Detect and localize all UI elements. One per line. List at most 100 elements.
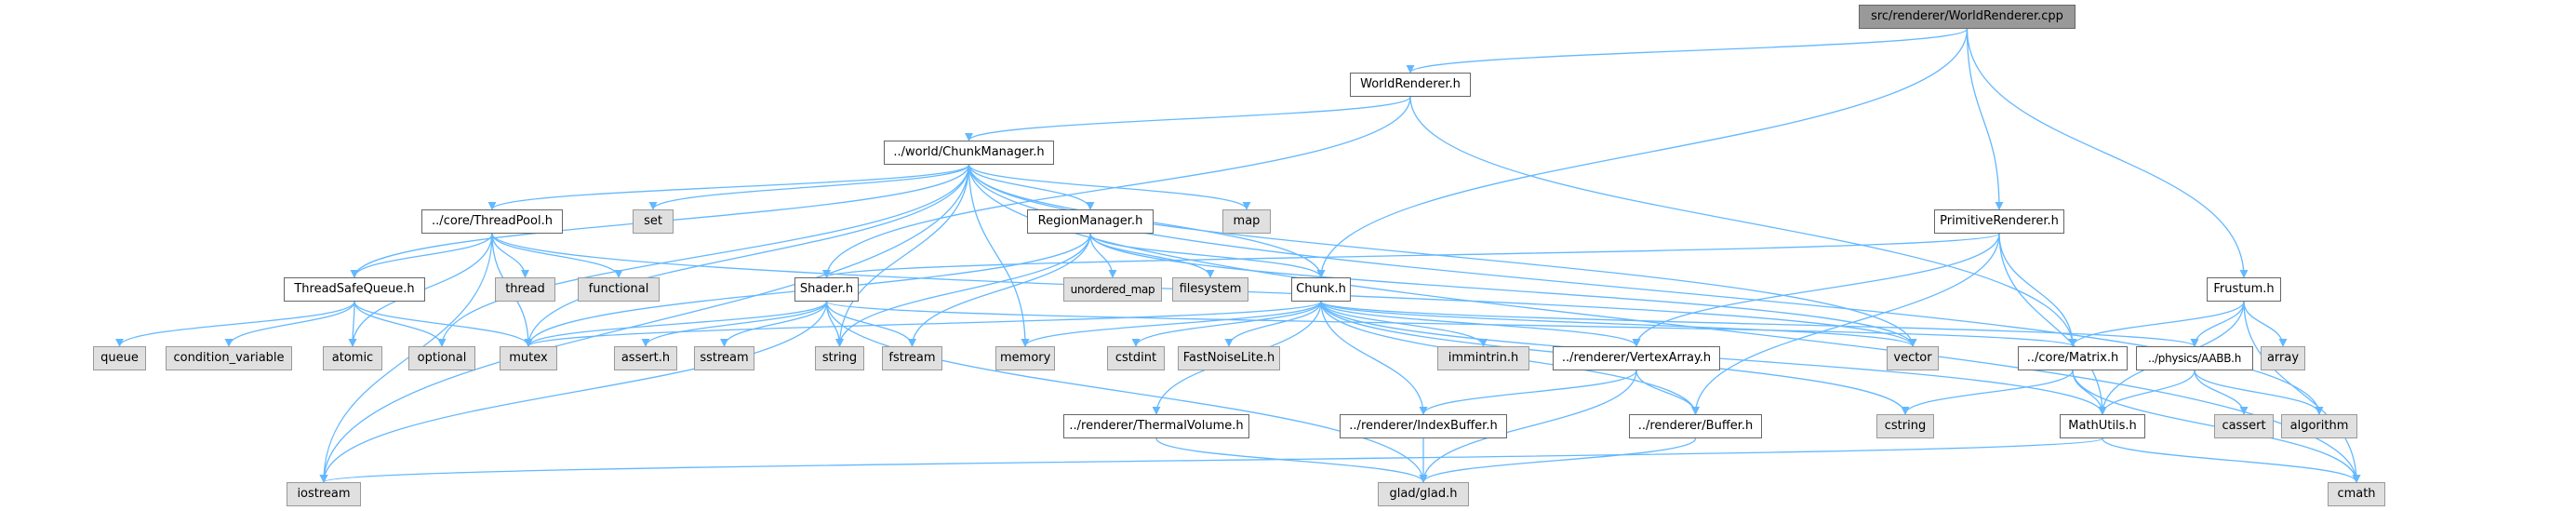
- edge-aabb_h-to-algorithm: [2194, 370, 2324, 415]
- edge-threadsafequeue_h-to-optional: [354, 301, 447, 347]
- node-cstring[interactable]: cstring: [1876, 414, 1934, 438]
- edge-chunk_h-to-vector: [1320, 301, 1917, 347]
- edge-chunkmanager_h-to-memory: [968, 164, 1030, 347]
- edge-vertexarray_h-to-buffer_h: [1635, 370, 1701, 415]
- edge-chunkmanager_h-to-map: [968, 164, 1251, 210]
- edge-aabb_h-to-cassert: [2194, 370, 2249, 415]
- edge-chunk_h-to-aabb_h: [1320, 301, 2199, 347]
- edge-root-to-frustum_h: [1966, 28, 2249, 278]
- node-sstream[interactable]: sstream: [694, 346, 754, 370]
- edge-frustum_h-to-matrix_h: [2068, 301, 2245, 347]
- edge-shader_h-to-matrix_h: [825, 301, 2077, 347]
- node-fastnoiselite-h[interactable]: FastNoiseLite.h: [1178, 346, 1280, 370]
- edge-shader_h-to-assert_h: [641, 301, 828, 347]
- edge-shader_h-to-iostream: [319, 301, 828, 483]
- node-vector[interactable]: vector: [1887, 346, 1939, 370]
- node-memory[interactable]: memory: [995, 346, 1055, 370]
- edge-chunkmanager_h-to-optional: [437, 164, 970, 347]
- edge-shader_h-to-sstream: [719, 301, 828, 347]
- edge-chunkmanager_h-to-set: [648, 164, 970, 210]
- edge-regionmanager_h-to-chunk_h: [1089, 233, 1326, 278]
- edge-worldrenderer_h-to-matrix_h: [1409, 96, 2077, 347]
- edge-chunk_h-to-fastnoiselite_h: [1224, 301, 1322, 347]
- node-threadsafequeue-h[interactable]: ThreadSafeQueue.h: [284, 277, 425, 302]
- node-frustum-h[interactable]: Frustum.h: [2207, 277, 2281, 302]
- edge-chunkmanager_h-to-threadpool_h: [487, 164, 970, 210]
- node-functional[interactable]: functional: [578, 277, 660, 302]
- edge-root-to-chunk_h: [1316, 28, 1969, 278]
- edge-threadpool_h-to-thread: [491, 233, 530, 278]
- node-map[interactable]: map: [1222, 209, 1271, 234]
- node-thread[interactable]: thread: [495, 277, 555, 302]
- node-cstdint[interactable]: cstdint: [1107, 346, 1165, 370]
- edge-vertexarray_h-to-glad_h: [1419, 370, 1637, 483]
- edge-primitiverenderer_h-to-matrix_h: [1998, 233, 2077, 347]
- edge-aabb_h-to-mathutils_h: [2098, 370, 2196, 415]
- node-cmath[interactable]: cmath: [2328, 482, 2385, 506]
- node-cassert[interactable]: cassert: [2214, 414, 2274, 438]
- edge-primitiverenderer_h-to-shader_h: [822, 233, 2000, 278]
- edge-chunk_h-to-memory: [1021, 301, 1322, 347]
- node-regionmanager-h[interactable]: RegionManager.h: [1027, 209, 1154, 234]
- edge-chunk_h-to-mutex: [524, 301, 1322, 347]
- edge-chunk_h-to-indexbuffer_h: [1320, 301, 1428, 415]
- edge-threadsafequeue_h-to-queue: [115, 301, 355, 347]
- edge-root-to-worldrenderer_h: [1406, 28, 1969, 74]
- edge-threadpool_h-to-iostream: [319, 233, 493, 483]
- node-immintrin-h[interactable]: immintrin.h: [1437, 346, 1529, 370]
- edge-frustum_h-to-array: [2243, 301, 2288, 347]
- node-threadpool-h[interactable]: ../core/ThreadPool.h: [421, 209, 563, 234]
- node-root-worldrenderer-cpp[interactable]: src/renderer/WorldRenderer.cpp: [1859, 5, 2075, 29]
- edge-chunk_h-to-vertexarray_h: [1320, 301, 1641, 347]
- node-set[interactable]: set: [633, 209, 674, 234]
- node-vertexarray-h[interactable]: ../renderer/VertexArray.h: [1553, 346, 1720, 370]
- node-matrix-h[interactable]: ../core/Matrix.h: [2018, 346, 2128, 370]
- node-indexbuffer-h[interactable]: ../renderer/IndexBuffer.h: [1340, 414, 1507, 438]
- edge-regionmanager_h-to-unordered_map: [1089, 233, 1117, 278]
- edge-primitiverenderer_h-to-mathutils_h: [1998, 233, 2107, 415]
- node-shader-h[interactable]: Shader.h: [794, 277, 859, 302]
- edge-mathutils_h-to-iostream: [320, 437, 2103, 483]
- node-assert-h[interactable]: assert.h: [614, 346, 677, 370]
- node-mathutils-h[interactable]: MathUtils.h: [2060, 414, 2145, 438]
- edge-primitiverenderer_h-to-buffer_h: [1690, 233, 2000, 415]
- edge-shader_h-to-fstream: [825, 301, 917, 347]
- node-chunkmanager-h[interactable]: ../world/ChunkManager.h: [884, 141, 1054, 165]
- edge-root-to-primitiverenderer_h: [1966, 28, 2004, 210]
- edge-threadpool_h-to-threadsafequeue_h: [350, 233, 493, 278]
- edge-chunkmanager_h-to-string: [834, 164, 970, 347]
- edge-regionmanager_h-to-vector: [1089, 233, 1917, 347]
- node-optional[interactable]: optional: [408, 346, 475, 370]
- node-primitiverenderer-h[interactable]: PrimitiveRenderer.h: [1934, 209, 2064, 234]
- node-filesystem[interactable]: filesystem: [1172, 277, 1248, 302]
- node-array[interactable]: array: [2261, 346, 2305, 370]
- node-atomic[interactable]: atomic: [323, 346, 382, 370]
- edge-frustum_h-to-cmath: [2243, 301, 2361, 483]
- edge-regionmanager_h-to-fstream: [907, 233, 1091, 347]
- node-aabb-h[interactable]: ../physics/AABB.h: [2136, 346, 2253, 370]
- edge-thermalvolume_h-to-glad_h: [1155, 437, 1428, 483]
- node-buffer-h[interactable]: ../renderer/Buffer.h: [1629, 414, 1762, 438]
- node-mutex[interactable]: mutex: [500, 346, 557, 370]
- node-worldrenderer-h[interactable]: WorldRenderer.h: [1350, 73, 1471, 97]
- edge-threadsafequeue_h-to-atomic: [348, 301, 357, 347]
- edge-chunkmanager_h-to-iostream: [319, 164, 970, 483]
- node-iostream[interactable]: iostream: [287, 482, 361, 506]
- edge-mathutils_h-to-cmath: [2102, 437, 2361, 483]
- node-string[interactable]: string: [815, 346, 864, 370]
- edge-chunkmanager_h-to-regionmanager_h: [968, 164, 1095, 210]
- node-chunk-h[interactable]: Chunk.h: [1291, 277, 1351, 302]
- edge-chunkmanager_h-to-mutex: [524, 164, 970, 347]
- edge-worldrenderer_h-to-shader_h: [822, 96, 1411, 278]
- node-unordered-map[interactable]: unordered_map: [1063, 277, 1162, 302]
- edge-threadsafequeue_h-to-condition_variable: [224, 301, 355, 347]
- node-glad-h[interactable]: glad/glad.h: [1378, 482, 1469, 506]
- edge-worldrenderer_h-to-chunkmanager_h: [965, 96, 1411, 141]
- node-condition-variable[interactable]: condition_variable: [166, 346, 292, 370]
- node-fstream[interactable]: fstream: [882, 346, 942, 370]
- edge-vertexarray_h-to-indexbuffer_h: [1419, 370, 1637, 415]
- node-queue[interactable]: queue: [93, 346, 146, 370]
- node-algorithm[interactable]: algorithm: [2281, 414, 2357, 438]
- node-thermalvolume-h[interactable]: ../renderer/ThermalVolume.h: [1063, 414, 1249, 438]
